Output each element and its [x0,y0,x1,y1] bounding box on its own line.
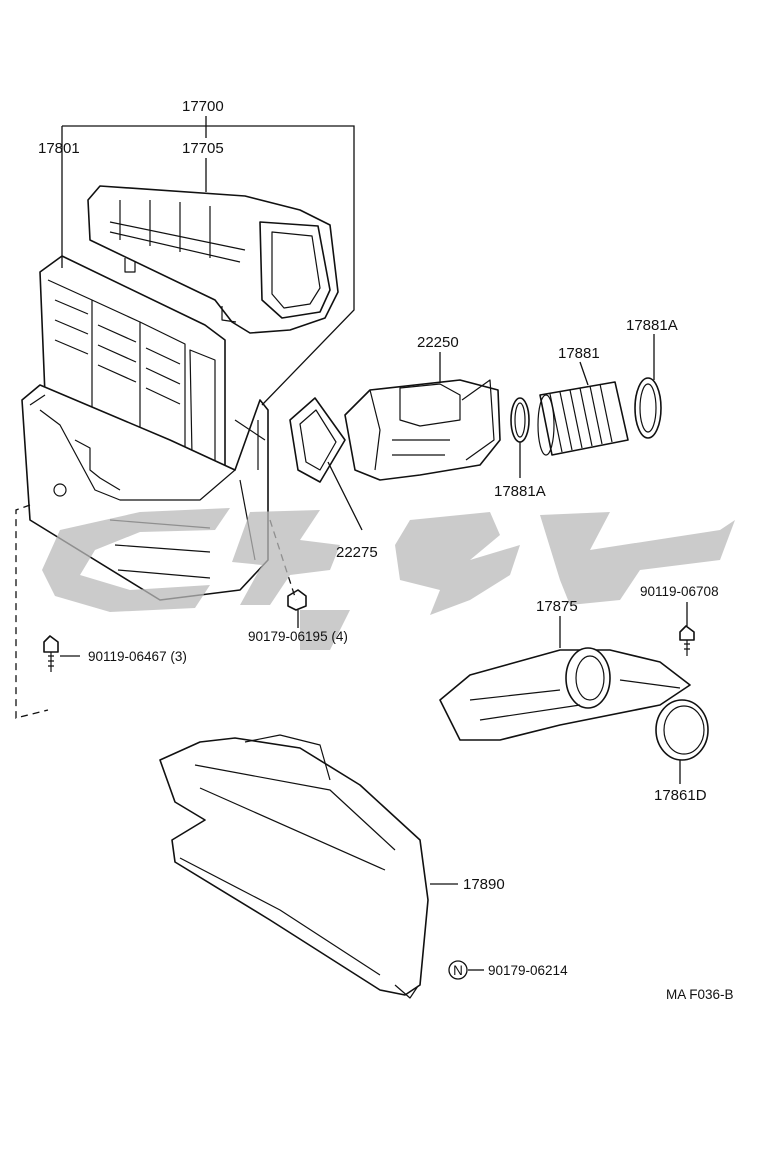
label-17705: 17705 [182,140,224,157]
label-17881: 17881 [558,345,600,362]
label-22275: 22275 [336,544,378,561]
label-90179-06214: 90179-06214 [488,963,568,978]
label-90179-06195: 90179-06195 (4) [248,629,348,644]
label-17881A-top: 17881A [626,317,678,334]
air-flow-meter-22250 [344,379,501,481]
n-marker-icon: N [448,960,468,980]
bolt-90179-06195-icon [287,589,307,611]
label-90119-06708: 90119-06708 [640,584,719,599]
hose-clamp-17881A-small [510,397,530,443]
figure-code: MA F036-B [666,987,734,1002]
air-duct-17890 [159,734,429,999]
label-17700: 17700 [182,98,224,115]
hose-clamp-17881A-large [634,377,662,439]
label-17875: 17875 [536,598,578,615]
intake-hose-17881 [537,381,629,456]
label-90119-06467: 90119-06467 (3) [88,649,187,664]
intake-tube-17875 [439,647,691,741]
n-marker-label: N [453,963,463,978]
air-cleaner-cap-17705 [87,185,339,334]
label-17861D: 17861D [654,787,707,804]
hose-clamp-17861D [655,699,709,761]
bolt-90119-06467-icon [43,635,59,672]
bolt-90119-06708-icon [679,625,695,656]
label-17890: 17890 [463,876,505,893]
gasket-22275 [289,397,346,483]
label-17881A-bottom: 17881A [494,483,546,500]
watermark [42,508,735,650]
label-22250: 22250 [417,334,459,351]
label-17801: 17801 [38,140,80,157]
